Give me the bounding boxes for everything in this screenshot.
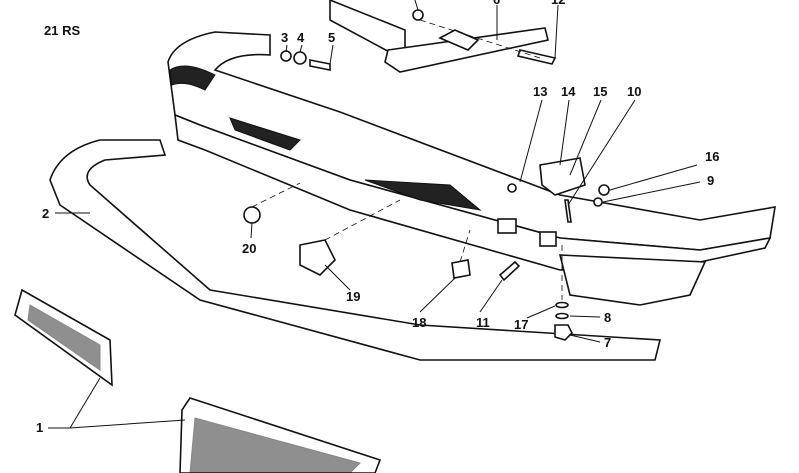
callout-16: 16 [705, 149, 719, 164]
callout-17: 17 [514, 317, 528, 332]
callout-3: 3 [281, 30, 288, 45]
lower-trim-strip [49, 139, 662, 361]
callout-4: 4 [297, 30, 305, 45]
callout-10: 10 [627, 84, 641, 99]
callout-12: 12 [551, 0, 565, 7]
front-bumper [167, 31, 776, 306]
callout-2: 2 [42, 206, 49, 221]
callout-11: 11 [476, 315, 490, 330]
small-parts [243, 9, 610, 341]
leader-lines [48, 0, 701, 429]
callout-1: 1 [36, 420, 43, 435]
callout-18: 18 [412, 315, 426, 330]
callout-9: 9 [707, 173, 714, 188]
callout-15: 15 [593, 84, 607, 99]
bracket-part-6 [329, 0, 549, 73]
callout-8: 8 [604, 310, 611, 325]
callout-7: 7 [604, 335, 611, 350]
callout-labels: 3 4 5 6 12 13 14 15 10 16 9 2 20 19 18 1… [36, 0, 719, 435]
guard-parts-1 [14, 288, 382, 473]
callout-19: 19 [346, 289, 360, 304]
callout-6: 6 [493, 0, 500, 7]
callout-20: 20 [242, 241, 256, 256]
callout-14: 14 [561, 84, 576, 99]
diagram-title: 21 RS [44, 23, 80, 38]
callout-13: 13 [533, 84, 547, 99]
callout-5: 5 [328, 30, 335, 45]
